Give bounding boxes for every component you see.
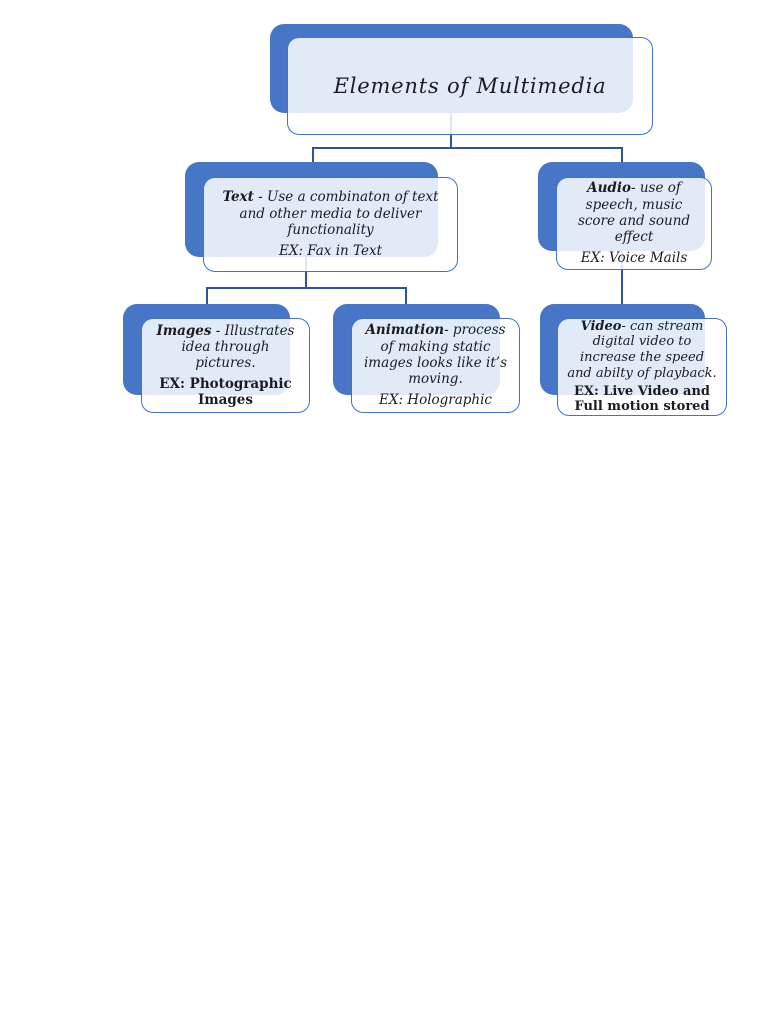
node-text-example: EX: Fax in Text bbox=[279, 243, 382, 260]
connector-row2-horizontal bbox=[206, 287, 407, 289]
node-images-desc: - Illustrates idea through pictures. bbox=[181, 322, 295, 372]
connector-drop-images bbox=[206, 287, 208, 306]
connector-audio-to-video bbox=[621, 249, 623, 306]
connector-row1-horizontal bbox=[312, 147, 623, 149]
diagram-title: Elements of Multimedia bbox=[333, 74, 607, 98]
node-video-example: EX: Live Video and Full motion stored bbox=[573, 384, 711, 415]
connector-drop-audio bbox=[621, 147, 623, 165]
connector-drop-animation bbox=[405, 287, 407, 306]
node-animation-desc: - process of making static images looks … bbox=[363, 322, 508, 387]
node-video: Video- can stream digital video to incre… bbox=[557, 318, 727, 416]
node-text-body: Text - Use a combinaton of text and othe… bbox=[212, 189, 449, 238]
node-text-desc: - Use a combinaton of text and other med… bbox=[239, 189, 439, 238]
node-video-desc: - can stream digital video to increase t… bbox=[567, 318, 717, 381]
node-animation-body: Animation- process of making static imag… bbox=[360, 322, 511, 387]
node-images-example: EX: Photographic Images bbox=[159, 376, 292, 408]
node-images-term: Images bbox=[156, 322, 212, 339]
node-audio-term: Audio bbox=[587, 180, 631, 197]
node-text-term: Text bbox=[222, 189, 254, 206]
node-video-body: Video- can stream digital video to incre… bbox=[566, 319, 718, 381]
node-animation-example: EX: Holographic bbox=[378, 392, 492, 409]
node-audio: Audio- use of speech, music score and so… bbox=[556, 177, 712, 270]
node-title: Elements of Multimedia bbox=[287, 37, 653, 135]
node-images-body: Images - Illustrates idea through pictur… bbox=[150, 323, 301, 372]
node-audio-body: Audio- use of speech, music score and so… bbox=[565, 180, 703, 245]
node-audio-example: EX: Voice Mails bbox=[580, 250, 688, 267]
node-text: Text - Use a combinaton of text and othe… bbox=[203, 177, 458, 272]
node-animation: Animation- process of making static imag… bbox=[351, 318, 520, 413]
node-video-term: Video bbox=[580, 318, 622, 334]
node-audio-desc: - use of speech, music score and sound e… bbox=[577, 180, 691, 245]
node-images: Images - Illustrates idea through pictur… bbox=[141, 318, 310, 413]
connector-drop-text bbox=[312, 147, 314, 165]
node-animation-term: Animation bbox=[365, 322, 445, 339]
